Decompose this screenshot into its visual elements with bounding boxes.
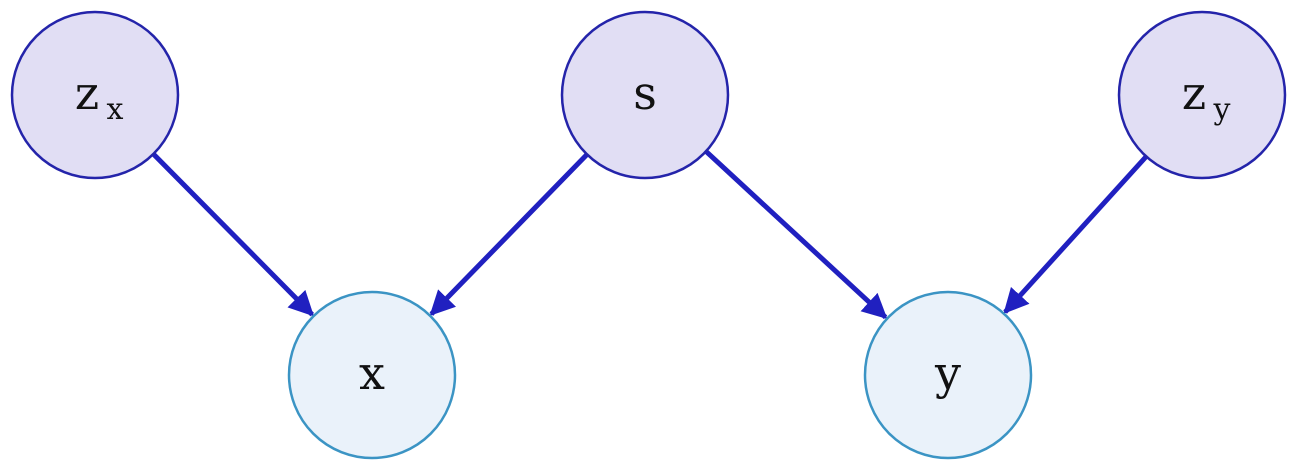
node-zx-subscript: x: [107, 92, 124, 127]
node-y-label: y: [934, 346, 961, 400]
node-zx-circle: [10, 10, 180, 180]
node-s-circle: [560, 10, 730, 180]
node-y-circle: [863, 290, 1033, 460]
node-zx-label: z: [75, 66, 99, 120]
node-zy-label: z: [1182, 66, 1206, 120]
node-s-label: s: [633, 66, 657, 120]
edge-zy-to-y: [1003, 154, 1149, 314]
node-y: y: [863, 290, 1033, 460]
node-x-label: x: [359, 346, 385, 400]
edges: [151, 149, 1149, 320]
edge-s-to-y: [704, 149, 888, 320]
edge-zx-to-x: [151, 152, 314, 317]
node-x: x: [287, 290, 457, 460]
node-zy-subscript: y: [1213, 92, 1231, 127]
node-s: s: [560, 10, 730, 180]
edge-s-to-x: [429, 152, 589, 316]
node-zy-circle: [1117, 10, 1287, 180]
node-x-circle: [287, 290, 457, 460]
